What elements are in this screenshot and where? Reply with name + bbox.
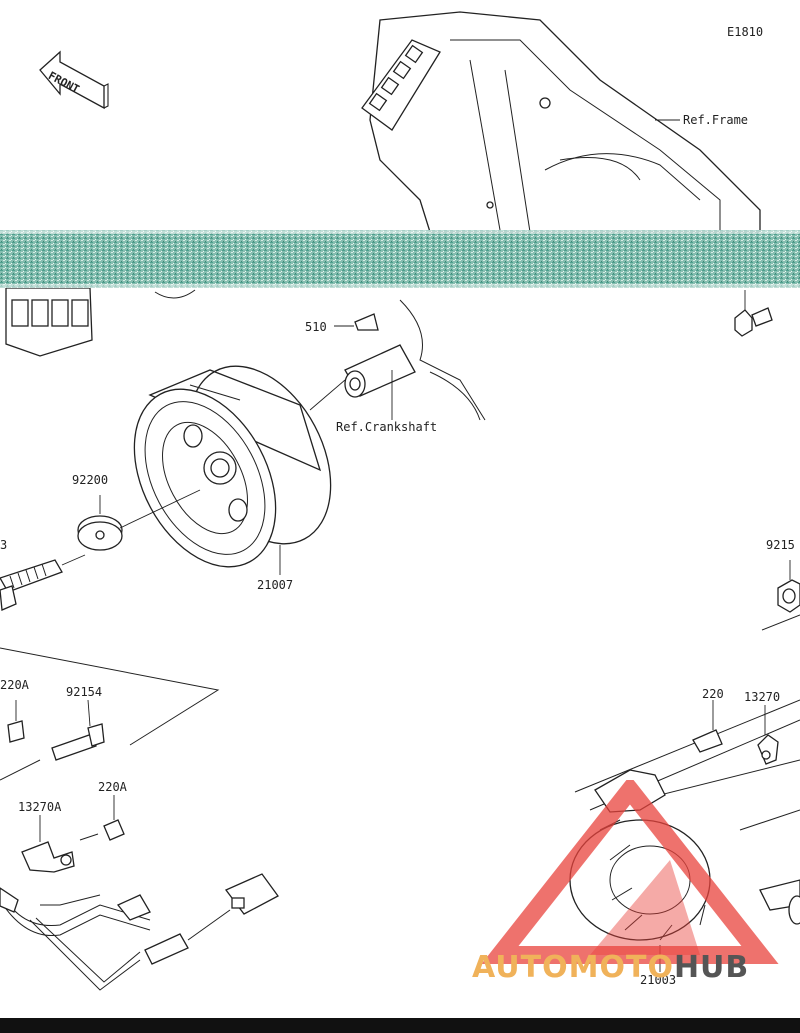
flywheel-rotor (133, 365, 332, 575)
scan-noise-band (0, 230, 800, 288)
bottom-dark-bar (0, 1018, 800, 1033)
part-bolt-label: 3 (0, 538, 8, 552)
connector-block-left (5, 287, 93, 357)
watermark-text-moto: MOTO (568, 950, 674, 985)
flywheel-bolt (0, 554, 86, 611)
part-220A-label-1: 220A (0, 678, 29, 692)
stator-lead-group (0, 647, 279, 991)
ref-crankshaft-label: Ref.Crankshaft (336, 420, 438, 434)
part-220A-label-2: 220A (98, 780, 127, 794)
right-nut (734, 290, 800, 631)
part-510-label: 510 (305, 320, 327, 334)
part-13270-label: 13270 (744, 690, 781, 704)
part-21003-label: 21003 (640, 973, 677, 987)
crankshaft-drawing (154, 289, 486, 421)
stator-assembly (569, 699, 800, 972)
frame-drawing (361, 11, 761, 233)
part-21007-label: 21007 (257, 578, 294, 592)
front-arrow-icon (39, 50, 109, 110)
diagram-code: E1810 (727, 25, 764, 39)
part-13270A-label: 13270A (18, 800, 62, 814)
part-92200-label: 92200 (72, 473, 109, 487)
watermark-text-hub: HUB (673, 950, 750, 985)
washer (77, 489, 201, 551)
watermark-text-auto: AUTO (472, 950, 569, 985)
connector-block-top (361, 39, 441, 131)
part-220-label: 220 (702, 687, 724, 701)
part-92154-label: 92154 (66, 685, 103, 699)
ref-frame-label: Ref.Frame (683, 113, 749, 127)
watermark-text: AUTOMOTOHUB (472, 950, 749, 985)
part-9215-label: 9215 (766, 538, 795, 552)
